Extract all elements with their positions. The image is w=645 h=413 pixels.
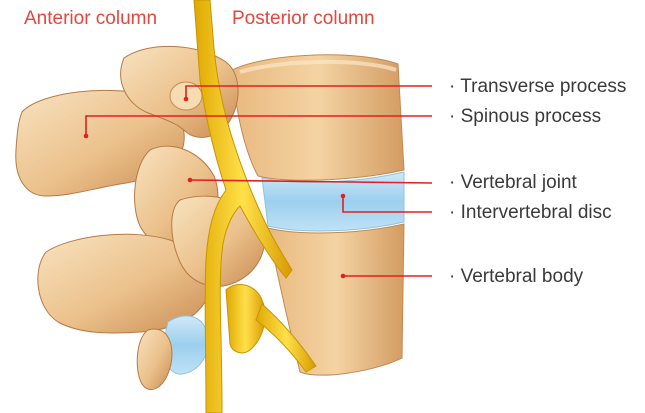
callout-spinous-process: · Spinous process <box>449 106 601 128</box>
upper-vertebral-body <box>232 55 404 180</box>
lower-vertebral-body <box>268 224 404 375</box>
anterior-column-title: Anterior column <box>24 8 157 30</box>
lower-facet <box>137 329 172 390</box>
callout-vertebral-joint: · Vertebral joint <box>449 172 577 194</box>
callout-intervertebral-disc: · Intervertebral disc <box>449 202 612 224</box>
callout-transverse-process: · Transverse process <box>449 76 626 98</box>
callout-vertebral-body: · Vertebral body <box>449 266 583 288</box>
posterior-column-title: Posterior column <box>232 8 375 30</box>
